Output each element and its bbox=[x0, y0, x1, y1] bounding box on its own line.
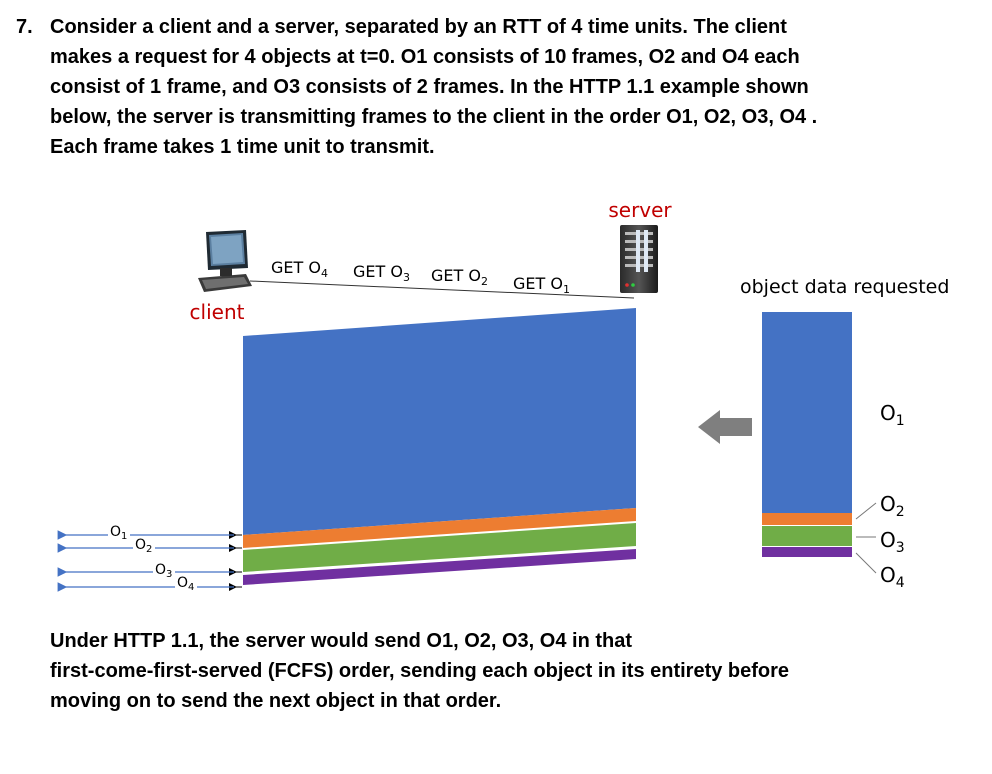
get-label: GET O4 bbox=[271, 258, 328, 280]
svg-text:O1: O1 bbox=[110, 524, 127, 542]
o1-block bbox=[762, 312, 852, 513]
server-icon bbox=[620, 225, 658, 293]
question-line: below, the server is transmitting frames… bbox=[50, 106, 818, 128]
o4-leader-line bbox=[855, 552, 877, 574]
o2-band bbox=[243, 508, 636, 548]
o1-arrival-label: O1 bbox=[108, 524, 130, 542]
client-label: client bbox=[190, 300, 245, 324]
question-line: consist of 1 frame, and O3 consists of 2… bbox=[50, 76, 809, 98]
question-number: 7. bbox=[16, 16, 33, 38]
o4-label: O4 bbox=[880, 563, 905, 591]
o4-block bbox=[762, 547, 852, 557]
computer-icon bbox=[198, 230, 252, 292]
server-label: server bbox=[608, 198, 672, 222]
o4-arrival-label: O4 bbox=[175, 575, 197, 593]
o2-label: O2 bbox=[880, 492, 905, 520]
svg-text:O2: O2 bbox=[135, 537, 152, 555]
o2-leader-line bbox=[855, 502, 877, 520]
explanation-line: moving on to send the next object in tha… bbox=[50, 690, 502, 712]
question-line: Consider a client and a server, separate… bbox=[50, 16, 787, 38]
o1-band bbox=[243, 308, 636, 535]
o3-arrival-label: O3 bbox=[153, 562, 175, 580]
left-arrow-icon bbox=[698, 410, 752, 444]
o3-band bbox=[243, 523, 636, 572]
o3-label: O3 bbox=[880, 528, 905, 556]
get-label: GET O3 bbox=[353, 262, 410, 284]
svg-text:O3: O3 bbox=[155, 562, 172, 580]
o2-block bbox=[762, 513, 852, 525]
explanation-line: first-come-first-served (FCFS) order, se… bbox=[50, 660, 790, 682]
o2-arrival-label: O2 bbox=[133, 537, 155, 555]
question-line: Each frame takes 1 time unit to transmit… bbox=[50, 136, 435, 158]
question-body: Consider a client and a server, separate… bbox=[50, 12, 950, 162]
request-line bbox=[249, 280, 635, 299]
explanation-text: Under HTTP 1.1, the server would send O1… bbox=[50, 626, 950, 716]
explanation-line: Under HTTP 1.1, the server would send O1… bbox=[50, 630, 633, 652]
get-label: GET O1 bbox=[513, 274, 570, 296]
o4-band bbox=[243, 549, 636, 585]
object-data-title: object data requested bbox=[740, 276, 949, 298]
o3-block bbox=[762, 526, 852, 546]
get-label: GET O2 bbox=[431, 266, 488, 288]
question-line: makes a request for 4 objects at t=0. O1… bbox=[50, 46, 800, 68]
svg-text:O4: O4 bbox=[177, 575, 194, 593]
o1-label: O1 bbox=[880, 401, 905, 429]
